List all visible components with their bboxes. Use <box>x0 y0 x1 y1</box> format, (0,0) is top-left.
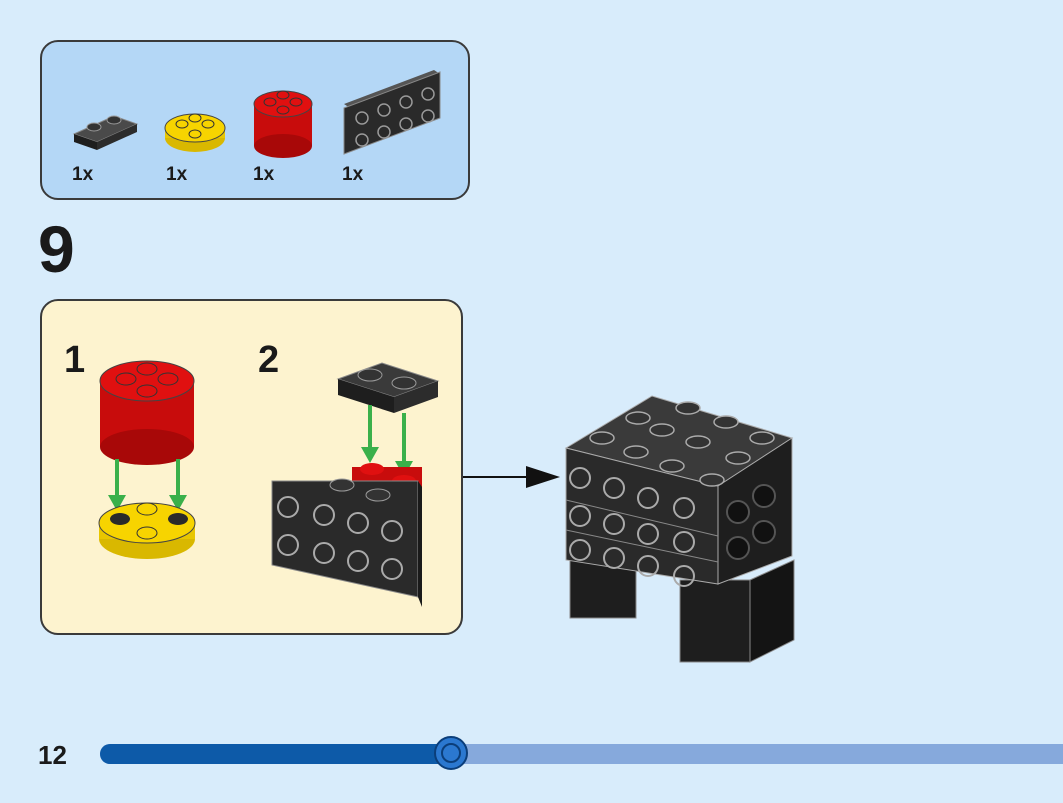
progress-fill <box>100 744 452 764</box>
substep-number: 1 <box>64 339 86 381</box>
connector-arrow-icon <box>463 466 560 488</box>
part-qty: 1x <box>72 164 94 185</box>
green-arrow-icon <box>108 459 187 511</box>
step-number: 9 <box>38 212 75 286</box>
part-qty: 1x <box>253 164 275 185</box>
black-plate-1x2-icon <box>336 362 440 413</box>
substep-box: 1 2 <box>40 299 463 635</box>
substep-number: 2 <box>258 339 280 381</box>
red-round-brick-2x2-icon <box>253 90 313 158</box>
part-qty: 1x <box>166 164 188 185</box>
yellow-round-plate-2x2-icon <box>164 113 226 152</box>
progress-knob[interactable] <box>434 736 469 770</box>
assembled-model-icon <box>564 395 795 663</box>
progress-bar[interactable] <box>100 736 1063 770</box>
black-plate-1x2-icon <box>72 115 139 150</box>
yellow-round-plate-icon <box>98 502 196 559</box>
page-number: 12 <box>38 740 67 770</box>
black-bracket-2x4-icon <box>343 70 441 155</box>
parts-list-box: 1x 1x 1x 1x <box>40 40 470 200</box>
red-round-brick-icon <box>99 360 195 465</box>
part-qty: 1x <box>342 164 364 185</box>
black-bracket-assembly-icon <box>271 463 422 607</box>
